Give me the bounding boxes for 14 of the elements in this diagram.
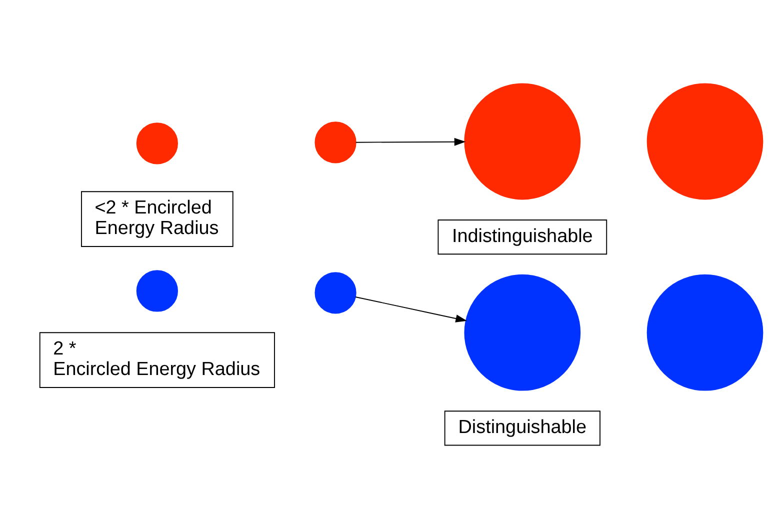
arrow — [355, 296, 468, 322]
node-circle — [136, 270, 178, 312]
node-circle — [136, 122, 178, 164]
node-circle — [464, 82, 581, 200]
arrow — [355, 137, 466, 146]
node-circle — [646, 82, 764, 200]
node-circle — [314, 121, 356, 163]
node-box: Indistinguishable — [438, 219, 608, 254]
node-box: 2 * Encircled Energy Radius — [39, 332, 275, 388]
node-box: <2 * Encircled Energy Radius — [81, 190, 234, 246]
node-circle — [464, 274, 581, 390]
node-circle — [646, 274, 764, 390]
node-circle — [314, 272, 356, 314]
node-box: Distinguishable — [444, 410, 600, 446]
